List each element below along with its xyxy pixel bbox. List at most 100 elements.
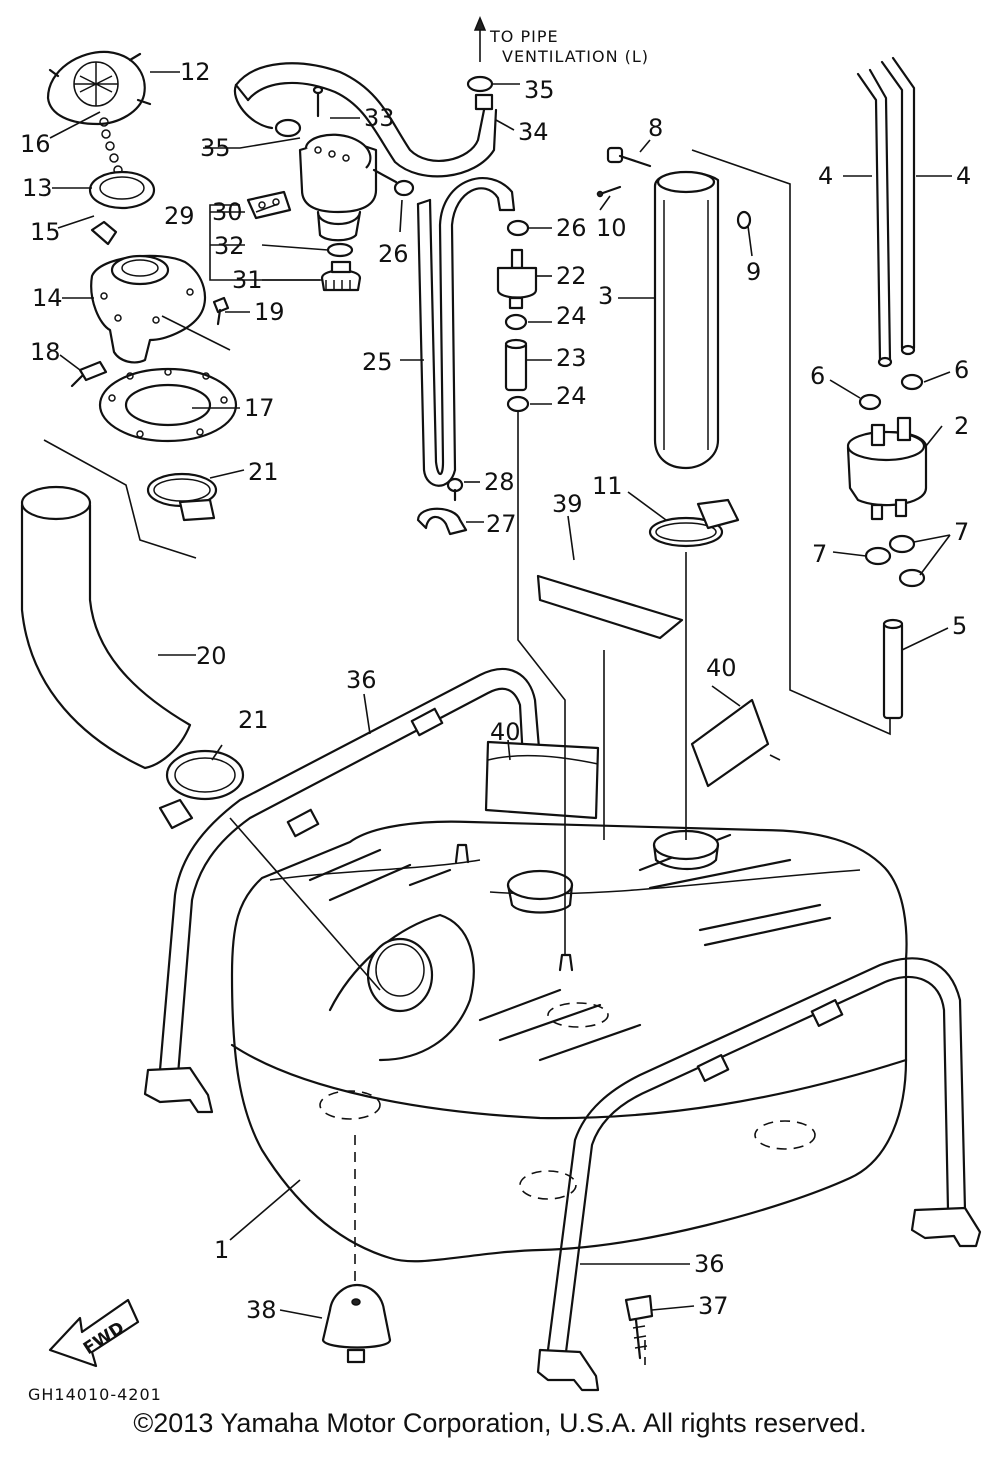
- assembly-lines: [43, 16, 891, 991]
- callout-6-left: 6: [810, 362, 825, 390]
- tank-strap-front: [536, 957, 982, 1392]
- callout-14: 14: [32, 284, 63, 312]
- callout-16: 16: [20, 130, 51, 158]
- callout-36-rear: 36: [346, 666, 377, 694]
- clip-7-right-upper: [888, 534, 916, 554]
- fuel-pipe-4-left: [856, 68, 893, 368]
- clip-7-right-lower: [898, 568, 926, 588]
- callout-39: 39: [552, 490, 583, 518]
- callout-7-right: 7: [954, 518, 969, 546]
- vent-valve-29: [298, 133, 398, 242]
- callout-9: 9: [746, 258, 761, 286]
- callout-40-right: 40: [706, 654, 737, 682]
- callout-35-left: 35: [200, 134, 231, 162]
- hose-23: [504, 338, 528, 392]
- callout-21-lower: 21: [238, 706, 269, 734]
- callout-8: 8: [648, 114, 663, 142]
- callout-18: 18: [30, 338, 61, 366]
- callout-4-left: 4: [818, 162, 833, 190]
- callout-leaders: [49, 71, 952, 1319]
- callout-35-top: 35: [524, 76, 555, 104]
- callout-10: 10: [596, 214, 627, 242]
- callout-2: 2: [954, 412, 969, 440]
- header-line-2: VENTILATION (L): [502, 47, 649, 66]
- fuel-pipe-3: [653, 170, 720, 470]
- callout-28: 28: [484, 468, 515, 496]
- tank-strap-rear: [143, 667, 542, 1114]
- callout-21-upper: 21: [248, 458, 279, 486]
- pin-10: [596, 185, 622, 198]
- breather-hose-34: [233, 62, 498, 178]
- callout-26-left: 26: [378, 240, 409, 268]
- callout-3: 3: [598, 282, 613, 310]
- bracket-30: [246, 190, 292, 220]
- cap-gasket: [88, 170, 156, 210]
- filler-cap: [46, 50, 152, 126]
- washer-9: [736, 210, 752, 230]
- callout-34: 34: [518, 118, 549, 146]
- hose-5: [882, 618, 904, 720]
- screw-28: [446, 477, 464, 502]
- callout-numbers: 1 2 3 4 4 5 6 6 7 7 8 9 10 11 12 13 14 1…: [20, 58, 971, 1324]
- callout-32: 32: [214, 232, 245, 260]
- clamp-11: [648, 498, 740, 548]
- clip-26-left: [393, 179, 415, 197]
- filler-hose: [20, 485, 192, 770]
- pad-40-right: [690, 698, 770, 788]
- callout-23: 23: [556, 344, 587, 372]
- clip-24-lower: [506, 395, 530, 413]
- breather-hose-25: [416, 177, 516, 487]
- tank-bolt: [624, 1294, 654, 1365]
- fuel-pipe-4-right: [880, 56, 916, 356]
- washer-32: [326, 242, 354, 258]
- rubber-mount: [321, 1135, 392, 1364]
- callout-36-front: 36: [694, 1250, 725, 1278]
- diagram-code: GH14010-4201: [28, 1385, 162, 1404]
- chain-clip: [90, 220, 118, 246]
- neck-gasket: [98, 367, 238, 443]
- callout-24-lower: 24: [556, 382, 587, 410]
- callout-33: 33: [364, 104, 395, 132]
- fuel-filter-2: [846, 416, 928, 521]
- callout-27: 27: [486, 510, 517, 538]
- clip-7-left: [864, 546, 892, 566]
- forward-arrow: FWD: [48, 1298, 140, 1368]
- screw-19: [212, 296, 230, 326]
- cap-31: [320, 260, 362, 292]
- callout-31: 31: [232, 266, 263, 294]
- callout-22: 22: [556, 262, 587, 290]
- callout-20: 20: [196, 642, 227, 670]
- callout-19: 19: [254, 298, 285, 326]
- callout-12: 12: [180, 58, 211, 86]
- vent-destination-note: TO PIPE VENTILATION (L): [489, 27, 649, 66]
- callout-26-right: 26: [556, 214, 587, 242]
- copyright-notice: ©2013 Yamaha Motor Corporation, U.S.A. A…: [133, 1408, 867, 1438]
- callout-1: 1: [214, 1236, 229, 1264]
- callout-24-upper: 24: [556, 302, 587, 330]
- clip-26-right: [506, 219, 530, 237]
- clip-6-left: [858, 393, 882, 411]
- screw-33: [312, 85, 324, 118]
- hose-clip-35-top: [466, 75, 494, 111]
- hose-clamp-21-lower: [158, 749, 245, 830]
- screw-18: [70, 360, 108, 388]
- hose-clamp-21-upper: [146, 472, 218, 522]
- pad-40-left: [484, 740, 600, 820]
- callout-37: 37: [698, 1292, 729, 1320]
- hose-clip-35-left: [274, 118, 302, 138]
- callout-15: 15: [30, 218, 61, 246]
- fuel-tank: [230, 820, 908, 1263]
- clip-6-right: [900, 373, 924, 391]
- clip-24-upper: [504, 313, 528, 331]
- bolt-8: [606, 146, 652, 168]
- clamp-27: [416, 507, 468, 536]
- filler-neck: [90, 254, 207, 364]
- callout-11: 11: [592, 472, 623, 500]
- fuel-filter-22: [496, 248, 538, 310]
- pad-39: [536, 574, 684, 640]
- callout-13: 13: [22, 174, 53, 202]
- callout-4-right: 4: [956, 162, 971, 190]
- header-line-1: TO PIPE: [489, 27, 559, 46]
- callout-30: 30: [212, 198, 243, 226]
